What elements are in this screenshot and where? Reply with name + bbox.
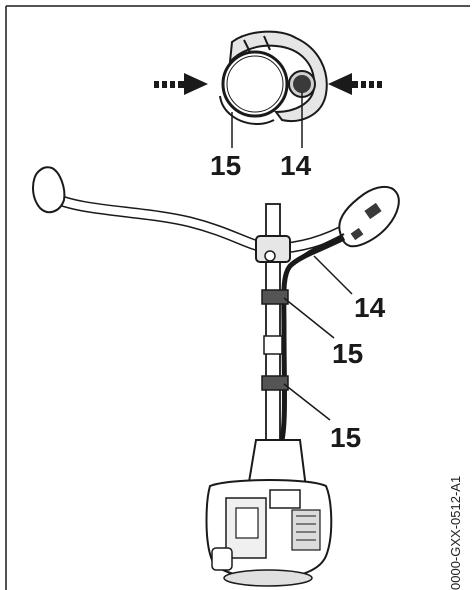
shaft-clip-upper [261,289,289,305]
figure-code-text: 0000-GXX-0512-A1 [448,475,463,590]
starter-handle [211,547,233,571]
left-grip [32,166,66,214]
shaft-coupler [263,335,283,355]
clamp-knob [264,250,276,262]
handlebar-fill [46,192,356,253]
engine-vent [291,509,321,551]
clip-body [228,30,328,122]
leader-15-low [283,383,331,421]
throttle-wire [293,75,311,93]
callout-15-low: 15 [330,422,362,453]
throttle-wire-line [295,233,345,263]
leader-15-mid [283,297,335,339]
air-filter-cover [269,489,301,509]
throttle-button [364,202,382,220]
trimmer-illustration [32,166,400,587]
fuel-cap-window [235,507,259,539]
callout-14-top: 14 [280,150,312,181]
callout-15-top: 15 [210,150,242,181]
callout-15-mid: 15 [332,338,364,369]
clip-slot [243,35,271,53]
arrow-right [328,73,382,95]
shaft-clip-lower [261,375,289,391]
arrow-left [154,73,208,95]
leader-14-side [313,255,353,295]
clip-lower-lip [219,95,275,126]
engine-base [223,569,313,587]
cable-ring-inner [226,55,284,113]
grip-switch [350,227,364,241]
callout-14-side: 14 [354,292,386,323]
clip-detail [154,30,382,148]
